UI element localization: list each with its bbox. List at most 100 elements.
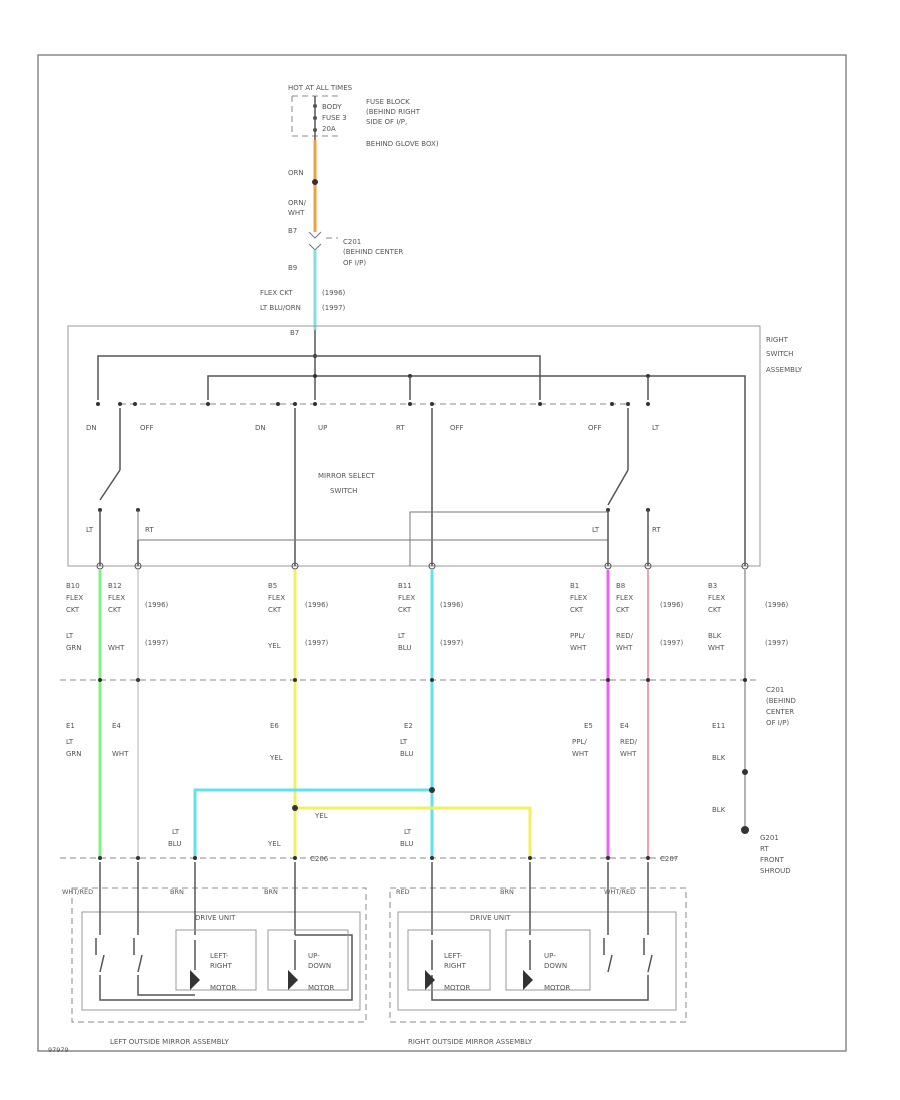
low-e2: E2 <box>404 722 413 730</box>
switch-top-bus <box>97 355 541 400</box>
left-mirror-wires-right: BRN <box>264 888 278 896</box>
switch-off1-label: OFF <box>140 424 154 432</box>
year-1997-b: (1997) <box>305 639 329 647</box>
low-blk-2: BLK <box>712 806 726 814</box>
col-b5-flex: FLEX <box>268 594 285 602</box>
b7-switch-label: B7 <box>290 329 299 337</box>
ground-label-3: FRONT <box>760 856 785 864</box>
switch-contacts <box>96 402 650 406</box>
c201-label: C201 <box>343 238 361 246</box>
yel-c206: YEL <box>267 840 281 848</box>
right-mirror-caption: RIGHT OUTSIDE MIRROR ASSEMBLY <box>408 1038 533 1046</box>
col-blk: BLK <box>708 632 722 640</box>
right-mirror-box <box>389 887 687 1023</box>
right-motor1-label-3: MOTOR <box>444 984 470 992</box>
mirror-select-title-2: SWITCH <box>330 487 357 495</box>
col-grn: GRN <box>66 644 82 652</box>
col-ppl-wht: WHT <box>570 644 587 652</box>
c201-lower-pins <box>98 678 747 682</box>
yel-cross-wire <box>295 806 532 860</box>
col-b11: B11 <box>398 582 412 590</box>
yel-splice <box>292 805 298 811</box>
col-b1-ckt: CKT <box>570 606 584 614</box>
switch-assembly-box <box>67 325 761 567</box>
ground-label-2: RT <box>760 845 769 853</box>
left-mirror-box <box>71 887 367 1023</box>
right-mirror-wires-right: WHT/RED <box>604 888 635 896</box>
col-red-wht: WHT <box>616 644 633 652</box>
col-wht: WHT <box>108 644 125 652</box>
switch-assembly-label-3: ASSEMBLY <box>766 366 803 374</box>
fuse-block-loc1: (BEHIND RIGHT <box>366 108 421 116</box>
year-1996-d: (1996) <box>660 601 684 609</box>
col-b3-ckt: CKT <box>708 606 722 614</box>
low-grn: GRN <box>66 750 82 758</box>
c201-connector-top <box>308 231 322 239</box>
col-ppl: PPL/ <box>570 632 585 640</box>
low-lt-2: LT <box>400 738 408 746</box>
col-b12-flex: FLEX <box>108 594 125 602</box>
col-b1-flex: FLEX <box>570 594 587 602</box>
ground-label-4: SHROUD <box>760 867 791 875</box>
blk-splice <box>742 769 748 775</box>
ms-cross-2 <box>409 511 608 566</box>
lt-blu-cross-wire <box>193 788 432 860</box>
col-b1: B1 <box>570 582 579 590</box>
left-motor2-label-3: MOTOR <box>308 984 334 992</box>
year-1996-a: (1996) <box>145 601 169 609</box>
lt-blu-b-2: BLU <box>400 840 413 848</box>
year-1996-c: (1996) <box>440 601 464 609</box>
c206-c207-pins <box>98 856 650 860</box>
year-1997-c: (1997) <box>440 639 464 647</box>
left-motor1-label-3: MOTOR <box>210 984 236 992</box>
diagram-code: 97979 <box>48 1046 69 1054</box>
low-ppl-wht: WHT <box>572 750 589 758</box>
col-b8: B8 <box>616 582 625 590</box>
outer-frame <box>37 54 847 1052</box>
col-yel: YEL <box>267 642 281 650</box>
col-b10-flex: FLEX <box>66 594 83 602</box>
switch-lt-label: LT <box>652 424 660 432</box>
right-motor1-icon <box>425 940 435 990</box>
switch-rt-label: RT <box>396 424 405 432</box>
col-b11-ckt: CKT <box>398 606 412 614</box>
lt-blu-orn-label: LT BLU/ORN <box>260 304 301 312</box>
col-b12: B12 <box>108 582 122 590</box>
ms-rt-label: RT <box>145 526 154 534</box>
right-motor1-frame <box>407 929 491 991</box>
right-mirror-wires-left: RED <box>396 888 410 896</box>
col-b3: B3 <box>708 582 717 590</box>
switch-off3-label: OFF <box>588 424 602 432</box>
switch-lever-1-blade <box>99 469 121 501</box>
fuse-block-loc2: SIDE OF I/P, <box>366 118 407 126</box>
fuse-block-label: FUSE BLOCK <box>366 98 410 106</box>
left-motor1-label-2: RIGHT <box>210 962 233 970</box>
col-b12-ckt: CKT <box>108 606 122 614</box>
switch-lever-2-blade <box>607 469 629 506</box>
col-red: RED/ <box>616 632 634 640</box>
col-b5-ckt: CKT <box>268 606 282 614</box>
low-red-wht: WHT <box>620 750 637 758</box>
left-drive-unit-label: DRIVE UNIT <box>195 914 236 922</box>
ms-lt3-label: LT <box>592 526 600 534</box>
amp-label: 20A <box>322 125 336 133</box>
b9-label: B9 <box>288 264 297 272</box>
low-e5: E5 <box>584 722 593 730</box>
year-1996-b: (1996) <box>305 601 329 609</box>
switch-dn-label: DN <box>86 424 97 432</box>
right-motor2-label-1: UP- <box>544 952 556 960</box>
lt-blu-splice <box>429 787 435 793</box>
c207-label: C207 <box>660 855 678 863</box>
low-yel: YEL <box>269 754 283 762</box>
low-e1: E1 <box>66 722 75 730</box>
c201-loc2: OF I/P) <box>343 259 366 267</box>
ms-rt3-label: RT <box>652 526 661 534</box>
col-blk-wht: WHT <box>708 644 725 652</box>
low-e4: E4 <box>112 722 121 730</box>
left-drive-unit-box <box>81 911 361 1011</box>
col-b5: B5 <box>268 582 277 590</box>
low-blu: BLU <box>400 750 413 758</box>
right-drive-unit-label: DRIVE UNIT <box>470 914 511 922</box>
left-mirror-circuit <box>99 862 353 1001</box>
